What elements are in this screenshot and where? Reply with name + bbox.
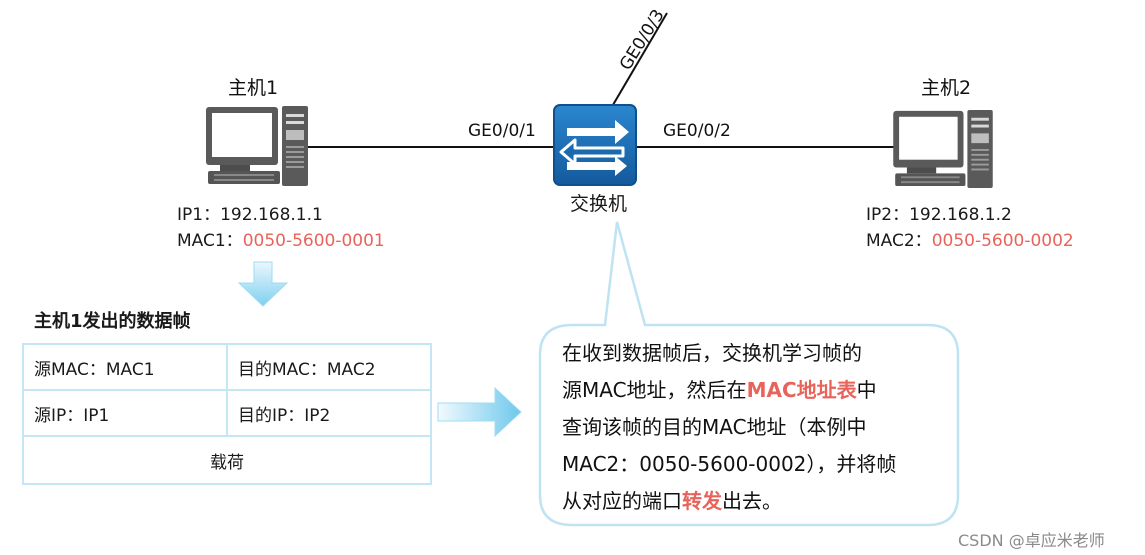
- mac-table-highlight: MAC地址表: [746, 378, 857, 402]
- callout-bubble: [538, 221, 960, 527]
- host2-mac-prefix: MAC2：: [866, 231, 932, 251]
- src-mac-cell: 源MAC：MAC1: [22, 343, 228, 391]
- host1-ip-line: IP1：192.168.1.1: [177, 202, 385, 228]
- host1-name: 主机1: [228, 77, 279, 99]
- table-row: 载荷: [22, 435, 432, 485]
- callout-line-3: 查询该帧的目的MAC地址（本例中: [562, 415, 867, 439]
- host2-name: 主机2: [921, 77, 972, 99]
- table-row: 源MAC：MAC1 目的MAC：MAC2: [22, 343, 432, 391]
- host2-mac-value: 0050-5600-0002: [931, 231, 1074, 251]
- callout-line-2-b: 中: [856, 378, 877, 402]
- host2-mac-line: MAC2：0050-5600-0002: [866, 228, 1074, 254]
- down-arrow-icon: [237, 261, 289, 307]
- host1-ip-prefix: IP1：: [177, 205, 221, 225]
- callout-line-5-a: 从对应的端口: [562, 489, 682, 513]
- forward-highlight: 转发: [682, 489, 722, 513]
- host1-mac-value: 0050-5600-0001: [242, 231, 385, 251]
- host1-computer-icon: [206, 106, 308, 186]
- watermark: CSDN @卓应米老师: [958, 531, 1105, 550]
- host2-ip-prefix: IP2：: [866, 205, 910, 225]
- callout-text: 在收到数据帧后，交换机学习帧的 源MAC地址，然后在MAC地址表中 查询该帧的目…: [562, 335, 952, 520]
- port-ge002-label: GE0/0/2: [663, 121, 731, 141]
- dst-mac-cell: 目的MAC：MAC2: [226, 343, 432, 391]
- dst-ip-cell: 目的IP：IP2: [226, 389, 432, 437]
- switch-icon: [553, 104, 637, 186]
- callout-line-5: 从对应的端口转发出去。: [562, 483, 952, 520]
- host2-ip-value: 192.168.1.2: [909, 205, 1012, 225]
- host1-info: IP1：192.168.1.1 MAC1：0050-5600-0001: [177, 202, 385, 254]
- table-row: 源IP：IP1 目的IP：IP2: [22, 389, 432, 437]
- callout-line-2: 源MAC地址，然后在MAC地址表中: [562, 372, 952, 409]
- host2-info: IP2：192.168.1.2 MAC2：0050-5600-0002: [866, 202, 1074, 254]
- callout-line-5-b: 出去。: [722, 489, 782, 513]
- callout-line-1: 在收到数据帧后，交换机学习帧的: [562, 341, 862, 365]
- data-frame-table: 源MAC：MAC1 目的MAC：MAC2 源IP：IP1 目的IP：IP2 载荷: [22, 343, 432, 485]
- host1-ip-value: 192.168.1.1: [220, 205, 323, 225]
- host1-mac-line: MAC1：0050-5600-0001: [177, 228, 385, 254]
- host2-computer-icon: [893, 109, 993, 188]
- src-ip-cell: 源IP：IP1: [22, 389, 228, 437]
- host2-ip-line: IP2：192.168.1.2: [866, 202, 1074, 228]
- link-switch-uplink: [609, 12, 668, 111]
- host1-mac-prefix: MAC1：: [177, 231, 243, 251]
- port-ge001-label: GE0/0/1: [468, 121, 536, 141]
- payload-cell: 载荷: [22, 435, 432, 485]
- callout-line-4: MAC2：0050-5600-0002），并将帧: [562, 452, 897, 476]
- right-arrow-icon: [437, 386, 522, 438]
- switch-label: 交换机: [570, 193, 628, 215]
- frame-title: 主机1发出的数据帧: [34, 311, 191, 332]
- callout-line-2-a: 源MAC地址，然后在: [562, 378, 747, 402]
